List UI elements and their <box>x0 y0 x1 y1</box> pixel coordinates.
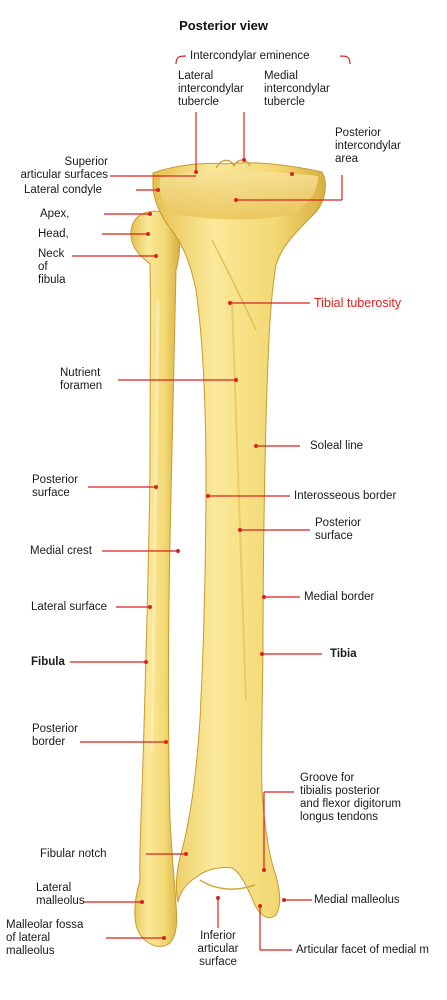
label-posterior-surface-tibia: Posterior surface <box>315 517 362 542</box>
leader-dots <box>140 158 294 940</box>
label-inferior-articular-surface: Inferior articular surface <box>197 930 239 968</box>
label-nutrient-foramen: Nutrient foramen <box>60 367 103 392</box>
label-intercondylar-eminence: Intercondylar eminence <box>190 50 310 62</box>
label-articular-facet: Articular facet of medial m <box>296 944 429 956</box>
label-fibular-notch: Fibular notch <box>40 848 107 860</box>
label-neck-of-fibula: Neck of fibula <box>38 248 66 286</box>
figure-title: Posterior view <box>179 18 268 33</box>
label-medial-crest: Medial crest <box>30 545 92 557</box>
label-medial-border: Medial border <box>304 591 375 603</box>
label-soleal-line: Soleal line <box>310 440 364 452</box>
label-groove: Groove for tibialis posterior and flexor… <box>300 772 401 823</box>
label-lateral-malleolus: Lateral malleolus <box>36 882 85 907</box>
label-lateral-surface: Lateral surface <box>31 601 108 613</box>
label-lateral-intercondylar-tubercle: Lateral intercondylar tubercle <box>178 70 244 108</box>
label-head: Head, <box>38 228 69 240</box>
label-malleolar-fossa: Malleolar fossa of lateral malleolus <box>6 919 84 957</box>
label-lateral-condyle: Lateral condyle <box>24 184 102 196</box>
label-superior-articular-surfaces: Superior articular surfaces <box>20 156 108 181</box>
label-fibula: Fibula <box>31 656 65 668</box>
label-apex: Apex, <box>40 208 70 220</box>
leader-lines <box>70 55 351 951</box>
label-posterior-border: Posterior border <box>32 723 79 748</box>
label-medial-intercondylar-tubercle: Medial intercondylar tubercle <box>264 70 330 108</box>
label-medial-malleolus: Medial malleolus <box>314 894 400 906</box>
tibia-bone <box>152 162 326 919</box>
label-interosseous-border: Interosseous border <box>294 490 397 502</box>
label-posterior-surface-fibula: Posterior surface <box>32 474 79 499</box>
label-tibial-tuberosity: Tibial tuberosity <box>314 296 402 310</box>
label-posterior-intercondylar-area: Posterior intercondylar area <box>335 127 401 165</box>
label-tibia: Tibia <box>330 648 357 660</box>
